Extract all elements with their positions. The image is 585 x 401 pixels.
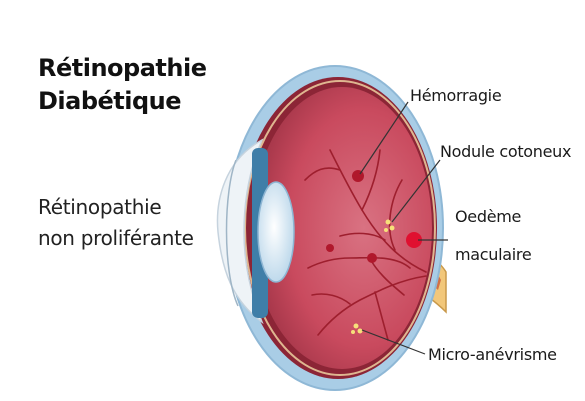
subtitle-line-1: Rétinopathie [38, 192, 208, 223]
title-line-2: Diabétique [38, 85, 208, 118]
subtitle-line-2: non proliférante [38, 223, 208, 254]
title-line-1: Rétinopathie [38, 52, 208, 85]
hemorrhage-spot [326, 244, 334, 252]
label-micro-anevrisme: Micro-anévrisme [428, 343, 557, 367]
label-nodule-cotoneux: Nodule cotoneux [440, 140, 571, 164]
page-title: Rétinopathie Diabétique [38, 52, 208, 118]
subtitle: Rétinopathie non proliférante [38, 192, 208, 254]
label-oedeme-line-1: Oedème [455, 205, 521, 229]
label-oedeme-line-2: maculaire [455, 243, 531, 267]
hemorrhage-spot [367, 253, 377, 263]
hemorrhage-spot [352, 170, 364, 182]
lens [258, 182, 294, 282]
label-hemorragie: Hémorragie [410, 84, 501, 108]
